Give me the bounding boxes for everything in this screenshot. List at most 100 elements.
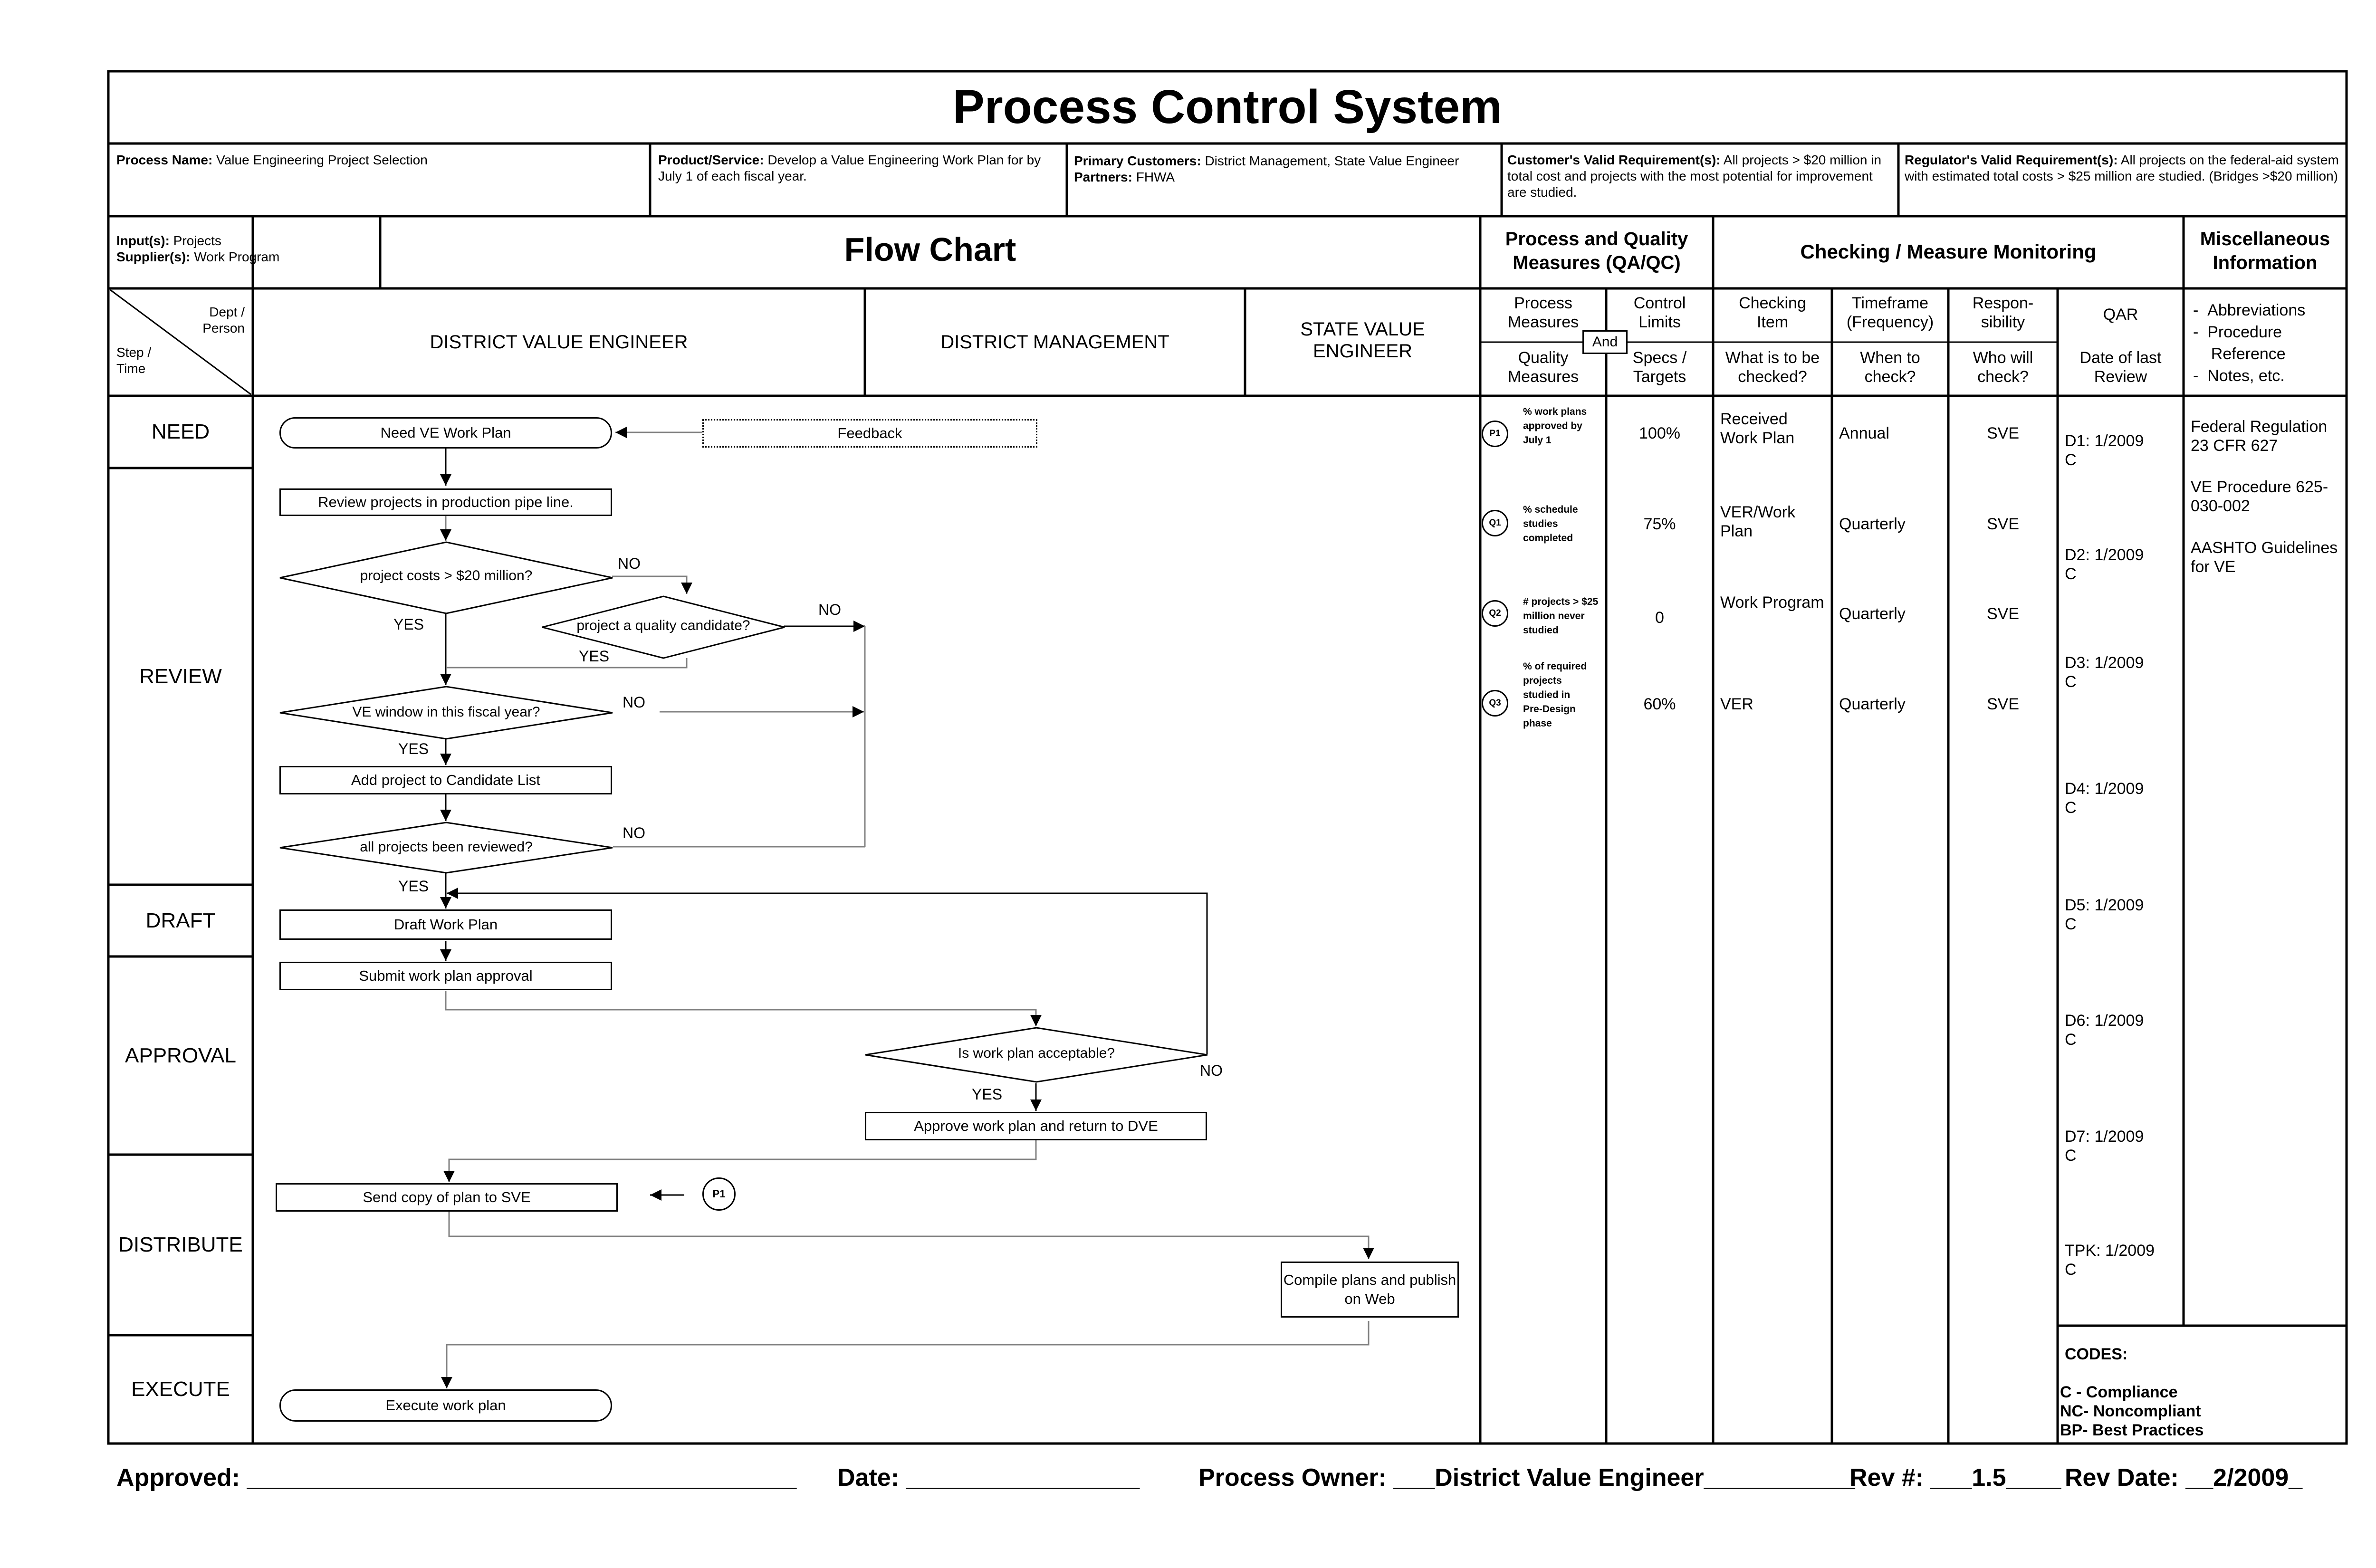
dept-person-line2: Person: [202, 321, 245, 335]
misc-info-aashto: AASHTO Guidelines for VE: [2191, 539, 2338, 576]
who-check-header: Who will check?: [1948, 348, 2058, 386]
footer-rev: Rev #: ___1.5____: [1849, 1463, 2061, 1492]
measure-item: Work Program: [1720, 593, 1824, 612]
lane-sve-line1: STATE VALUE: [1300, 319, 1425, 340]
label-no: NO: [818, 601, 841, 618]
quality-measures-line2: Measures: [1507, 368, 1579, 386]
rev-value: ___1.5____: [1930, 1464, 2061, 1492]
code-noncompliant: NC- Noncompliant: [2060, 1402, 2201, 1420]
decision-acceptable: [865, 1027, 1208, 1083]
qar-date: D7: 1/2009: [2065, 1128, 2144, 1146]
misc-list-item: - Procedure: [2193, 323, 2282, 341]
decision-quality: [542, 595, 785, 659]
product-label: Product/Service:: [658, 153, 764, 167]
node-need-plan: Need VE Work Plan: [279, 417, 612, 449]
date-line[interactable]: _________________: [906, 1464, 1140, 1492]
code-best-practices: BP- Best Practices: [2060, 1421, 2204, 1439]
qar-date: D6: 1/2009: [2065, 1012, 2144, 1030]
misc-list: - Abbreviations - Procedure Reference - …: [2193, 299, 2345, 387]
p1-marker: P1: [702, 1177, 736, 1211]
process-measures-line1: Process: [1514, 294, 1572, 312]
decision-all-reviewed: [279, 822, 613, 874]
misc-item-procedure: Procedure: [2207, 323, 2282, 341]
inputs-suppliers: Input(s): Projects Supplier(s): Work Pro…: [116, 233, 279, 265]
lane-dm: DISTRICT MANAGEMENT: [940, 332, 1169, 353]
measure-code-badge: P1: [1482, 421, 1508, 447]
inputs-value: Projects: [173, 233, 221, 248]
date-review-line2: Review: [2094, 368, 2147, 386]
product-service: Product/Service: Develop a Value Enginee…: [658, 152, 1062, 184]
when-check-line2: check?: [1864, 368, 1916, 386]
qaqc-title-line2: Measures (QA/QC): [1513, 252, 1681, 273]
timeframe-line1: Timeframe: [1851, 294, 1929, 312]
step-time-line1: Step /: [116, 345, 152, 360]
customer-requirements: Customer's Valid Requirement(s): All pro…: [1507, 152, 1895, 201]
responsibility-line2: sibility: [1981, 313, 2025, 331]
dept-person-line1: Dept /: [209, 305, 245, 319]
stage-execute: EXECUTE: [131, 1377, 230, 1401]
checking-item-line1: Checking: [1739, 294, 1806, 312]
misc-title-line2: Information: [2213, 252, 2318, 273]
when-check-line1: When to: [1860, 349, 1920, 367]
misc-list-item: - Notes, etc.: [2193, 367, 2285, 385]
measure-target: 60%: [1643, 695, 1676, 713]
measure-freq: Quarterly: [1839, 515, 1906, 533]
rev-date-value: __2/2009_: [2185, 1464, 2303, 1492]
measure-item: VER: [1720, 695, 1753, 713]
qaqc-title: Process and Quality Measures (QA/QC): [1480, 227, 1713, 275]
regulator-requirements: Regulator's Valid Requirement(s): All pr…: [1905, 152, 2342, 184]
label-no: NO: [623, 694, 645, 711]
misc-item-abbreviations: Abbreviations: [2207, 301, 2306, 319]
measure-resp: SVE: [1986, 515, 2020, 533]
approved-label: Approved:: [116, 1464, 240, 1492]
misc-title-line1: Miscellaneous: [2200, 229, 2330, 249]
qar-date: TPK: 1/2009: [2065, 1242, 2155, 1260]
quality-measures-header: Quality Measures: [1480, 348, 1606, 386]
node-compile: Compile plans and publish on Web: [1281, 1262, 1459, 1318]
footer-owner: Process Owner: ___District Value Enginee…: [1198, 1463, 1855, 1492]
qar-date: D2: 1/2009: [2065, 546, 2144, 564]
footer-approved: Approved: ______________________________…: [116, 1463, 796, 1492]
measure-freq: Annual: [1839, 424, 1889, 442]
node-approve-plan: Approve work plan and return to DVE: [865, 1112, 1207, 1140]
measure-freq: Quarterly: [1839, 695, 1906, 713]
regulator-req-label: Regulator's Valid Requirement(s):: [1905, 153, 2118, 167]
process-measures-header: Process Measures: [1480, 294, 1606, 332]
approved-signature-line[interactable]: ________________________________________: [247, 1464, 797, 1492]
qar-date: D5: 1/2009: [2065, 896, 2144, 914]
node-add-candidate: Add project to Candidate List: [279, 766, 612, 794]
label-no: NO: [623, 824, 645, 841]
measure-item: Received Work Plan: [1720, 410, 1795, 447]
qar-date: D4: 1/2009: [2065, 780, 2144, 798]
responsibility-header: Respon- sibility: [1948, 294, 2058, 332]
timeframe-header: Timeframe (Frequency): [1832, 294, 1948, 332]
qar-code: C: [2065, 673, 2077, 691]
process-name: Process Name: Value Engineering Project …: [116, 152, 639, 168]
and-box: And: [1582, 330, 1628, 354]
partners-label: Partners:: [1074, 170, 1132, 184]
specs-targets-line2: Targets: [1633, 368, 1686, 386]
step-time-header: Step / Time: [116, 344, 151, 377]
label-no: NO: [1200, 1062, 1223, 1079]
stage-draft: DRAFT: [145, 908, 216, 932]
primary-customers: Primary Customers: District Management, …: [1074, 153, 1497, 185]
measure-resp: SVE: [1986, 605, 2020, 623]
stage-approval: APPROVAL: [125, 1043, 236, 1067]
quality-measures-line1: Quality: [1518, 349, 1569, 367]
page-title: Process Control System: [953, 80, 1502, 134]
suppliers-label: Supplier(s):: [116, 249, 191, 264]
label-yes: YES: [393, 616, 424, 633]
step-time-line2: Time: [116, 361, 146, 376]
misc-info-procedure: VE Procedure 625-030-002: [2191, 478, 2328, 515]
footer-date: Date: _________________: [837, 1463, 1140, 1492]
measure-text: # projects > $25 million never studied: [1523, 596, 1599, 636]
measure-target: 100%: [1639, 424, 1680, 442]
what-checked-line1: What is to be: [1725, 349, 1820, 367]
responsibility-line1: Respon-: [1972, 294, 2034, 312]
process-measures-line2: Measures: [1507, 313, 1579, 331]
measure-code-badge: Q1: [1482, 510, 1508, 536]
